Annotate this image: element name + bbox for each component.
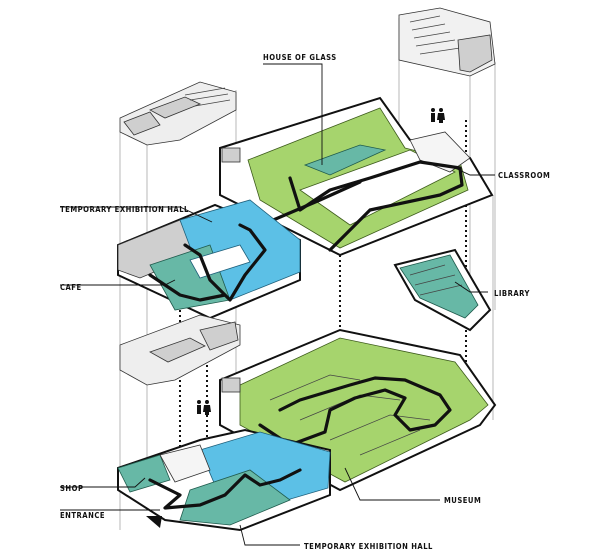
floor-mid-left [119,314,241,386]
label-entrance: ENTRANCE [60,511,105,520]
floor-top-left [119,81,237,146]
floor-top-right [398,7,496,77]
restroom-icon [431,108,445,123]
label-cafe: CAFE [60,283,82,292]
floor-library [393,248,492,332]
floor-upper-main [219,96,494,257]
label-temporary-exhibition-hall-lower: TEMPORARY EXHIBITION HALL [304,542,433,551]
restroom-icon [197,400,211,415]
floor-cafe-level [117,199,301,320]
label-classroom: CLASSROOM [498,171,550,180]
label-temporary-exhibition-hall-upper: TEMPORARY EXHIBITION HALL [60,205,189,214]
house-of-glass-room [303,144,387,176]
floor-ground [117,428,331,532]
leader-lines [60,63,495,546]
label-shop: SHOP [60,484,83,493]
label-library: LIBRARY [494,289,530,298]
label-museum: MUSEUM [444,496,481,505]
entrance-arrow-icon [146,516,162,528]
label-house-of-glass: HOUSE OF GLASS [263,53,337,62]
